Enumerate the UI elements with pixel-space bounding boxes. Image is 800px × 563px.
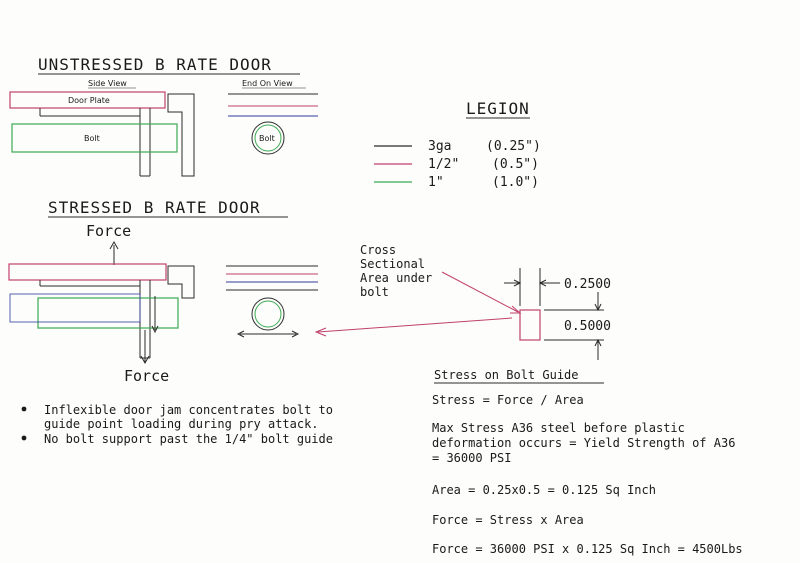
bolt-rect: [11, 123, 178, 153]
legend-gauge-half: 1/2": [428, 157, 459, 172]
dim-arrowhead-right: [291, 330, 300, 338]
callout-to-section-arrowhead: [314, 327, 327, 337]
height-dim-value: 0.5000: [564, 319, 611, 334]
callout-leader-pink: [441, 271, 519, 313]
stressed-side-view: Force Force: [8, 222, 195, 385]
stressed-door-plate-rect: [8, 263, 167, 281]
stressed-title: STRESSED B RATE DOOR: [48, 198, 261, 217]
bullet-dot: [21, 406, 27, 412]
callout-to-section-line: [317, 317, 513, 333]
unstressed-title: UNSTRESSED B RATE DOOR: [38, 55, 272, 74]
force-top-label: Force: [86, 222, 131, 240]
stressed-end-view: [226, 265, 318, 338]
legend: LEGION 3ga (0.25") 1/2" (0.5") 1" (1.0"): [374, 99, 541, 190]
bolt-end-outer-circle: [251, 121, 285, 155]
door-jam-shape: [167, 93, 195, 177]
height-dim-arrowhead: [594, 303, 602, 312]
stressed-bolt-outline: [9, 293, 141, 323]
bullet-notes: Inflexible door jam concentrates bolt to…: [21, 403, 333, 446]
legend-title: LEGION: [466, 99, 530, 118]
legend-gauge-3ga: 3ga: [428, 139, 451, 154]
stressed-bolt-inner-circle: [254, 300, 282, 328]
cross-section-line-3: Area under: [360, 271, 432, 285]
width-dim-value: 0.2500: [564, 277, 611, 292]
door-plate-rect: [9, 91, 166, 109]
callout-leader-arrowhead: [510, 305, 522, 314]
stressed-bolt-outer-circle: [251, 297, 285, 331]
bolt-end-label: Bolt: [259, 134, 275, 143]
calc-line-max-2: deformation occurs = Yield Strength of A…: [432, 436, 735, 450]
unstressed-side-view: Door Plate Bolt: [9, 91, 195, 177]
reaction-arrowhead: [151, 325, 159, 334]
legend-gauge-one: 1": [428, 175, 444, 190]
door-plate-label: Door Plate: [68, 96, 110, 105]
bullet-dot: [21, 435, 27, 441]
calc-line-force-formula: Force = Stress x Area: [432, 513, 584, 527]
legend-size-3ga: (0.25"): [486, 139, 541, 154]
legend-size-half: (0.5"): [492, 157, 539, 172]
bolt-side-label: Bolt: [84, 134, 100, 143]
cross-section-line-4: bolt: [360, 285, 389, 299]
cross-section-rect: [519, 309, 541, 341]
stressed-bolt-rect: [37, 297, 179, 329]
legend-size-one: (1.0"): [492, 175, 539, 190]
calc-line-stress: Stress = Force / Area: [432, 393, 584, 407]
calc-line-area: Area = 0.25x0.5 = 0.125 Sq Inch: [432, 483, 656, 497]
calc-line-max-1: Max Stress A36 steel before plastic: [432, 421, 685, 435]
bullet-1-line-1: Inflexible door jam concentrates bolt to: [44, 403, 333, 417]
bullet-2-line-1: No bolt support past the 1/4" bolt guide: [44, 432, 333, 446]
side-view-label: Side View: [88, 79, 127, 88]
calc-line-max-3: = 36000 PSI: [432, 451, 511, 465]
width-dim-arrowhead: [513, 279, 522, 287]
width-dim-arrowhead: [538, 279, 547, 287]
stressed-door-jam: [167, 265, 195, 299]
force-down-arrowhead: [140, 355, 150, 365]
calc-line-force-result: Force = 36000 PSI x 0.125 Sq Inch = 4500…: [432, 542, 743, 556]
unstressed-end-view: Bolt: [228, 93, 318, 155]
height-dim-arrowhead: [594, 338, 602, 347]
force-bottom-label: Force: [124, 367, 169, 385]
force-up-arrowhead: [109, 240, 119, 250]
cross-section-line-2: Sectional: [360, 257, 425, 271]
calculation-block: Stress on Bolt Guide Stress = Force / Ar…: [432, 368, 743, 556]
bolt-end-inner-circle: [254, 124, 282, 152]
end-view-label: End On View: [242, 79, 293, 88]
cross-section-line-1: Cross: [360, 243, 396, 257]
dim-arrowhead-left: [236, 330, 245, 338]
cross-section-callout: Cross Sectional Area under bolt 0.2500 0…: [314, 243, 611, 360]
bullet-1-line-2: guide point loading during pry attack.: [44, 417, 319, 431]
calc-heading: Stress on Bolt Guide: [434, 368, 579, 382]
